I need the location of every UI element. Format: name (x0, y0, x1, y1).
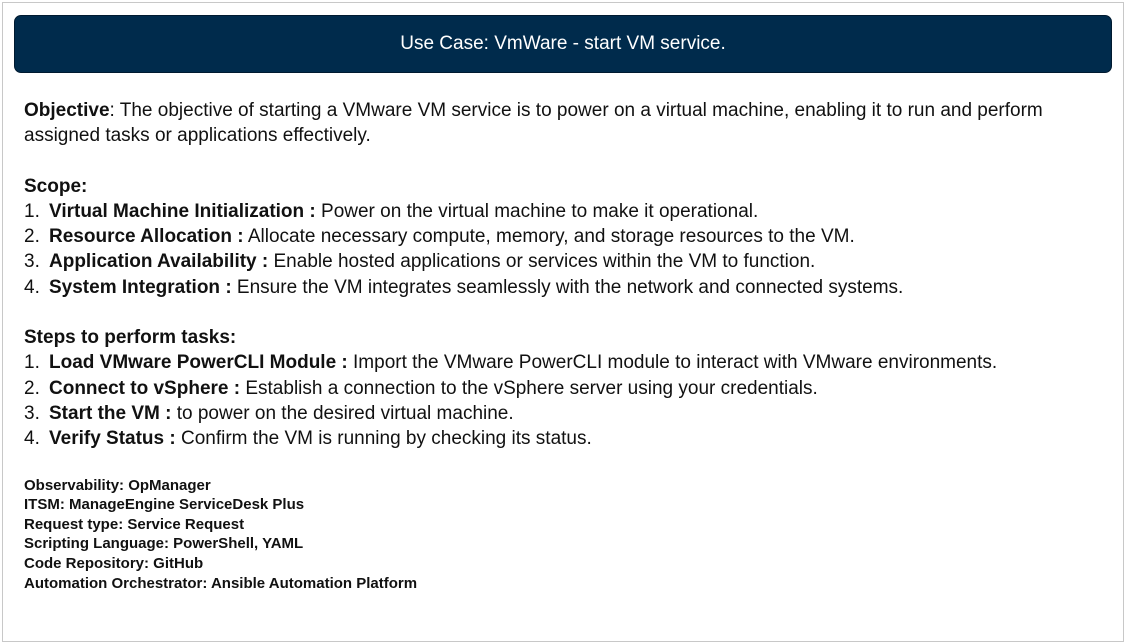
step-item-number: 1. (24, 352, 40, 374)
scope-item-text: Power on the virtual machine to make it … (315, 200, 759, 222)
step-item-title: Connect to vSphere : (49, 377, 241, 399)
objective-label: Objective (24, 100, 110, 121)
scope-item: 3. Application Availability : Enable host… (24, 249, 1114, 274)
code-repository-line: Code Repository: GitHub (24, 554, 204, 572)
scope-heading: Scope: (24, 175, 88, 197)
steps-list: 1. Load VMware PowerCLI Module : Import t… (24, 350, 1114, 451)
step-item: 1. Load VMware PowerCLI Module : Import t… (24, 350, 1114, 375)
step-item-text: Establish a connection to the vSphere se… (240, 377, 818, 399)
automation-orchestrator-line: Automation Orchestrator: Ansible Automat… (24, 574, 418, 592)
spacer (24, 300, 1114, 325)
scope-item-title: Virtual Machine Initialization : (49, 200, 316, 222)
scope-item-text: Allocate necessary compute, memory, and … (243, 226, 855, 248)
scope-item-number: 1. (24, 200, 40, 222)
scope-item-number: 3. (24, 251, 40, 273)
step-item-text: Import the VMware PowerCLI module to int… (347, 352, 998, 374)
step-item-text: to power on the desired virtual machine. (171, 402, 514, 424)
observability-line: Observability: OpManager (24, 476, 211, 494)
step-item-title: Load VMware PowerCLI Module : (49, 352, 348, 374)
step-item-number: 3. (24, 402, 40, 424)
scope-item-title: System Integration : (49, 276, 232, 298)
steps-heading: Steps to perform tasks: (24, 327, 237, 349)
step-item-number: 4. (24, 428, 40, 450)
scope-item: 4. System Integration : Ensure the VM int… (24, 275, 1114, 300)
scope-item: 1. Virtual Machine Initialization : Power… (24, 199, 1114, 224)
scope-list: 1. Virtual Machine Initialization : Power… (24, 199, 1114, 300)
scope-item-text: Ensure the VM integrates seamlessly with… (231, 276, 904, 298)
scope-item-number: 4. (24, 276, 40, 298)
step-item-text: Confirm the VM is running by checking it… (175, 428, 592, 450)
step-item: 4. Verify Status : Confirm the VM is runn… (24, 426, 1114, 451)
scope-item: 2. Resource Allocation : Allocate necessa… (24, 224, 1114, 249)
step-item-title: Verify Status : (49, 428, 176, 450)
step-item: 3. Start the VM : to power on the desired… (24, 401, 1114, 426)
step-item-title: Start the VM : (49, 402, 172, 424)
metadata-block: Observability: OpManager ITSM: ManageEng… (24, 476, 1114, 594)
objective-text: : The objective of starting a VMware VM … (24, 100, 1043, 147)
slide-content: Objective: The objective of starting a V… (24, 98, 1114, 593)
objective-paragraph: Objective: The objective of starting a V… (24, 98, 1114, 149)
step-item: 2. Connect to vSphere : Establish a conne… (24, 376, 1114, 401)
itsm-line: ITSM: ManageEngine ServiceDesk Plus (24, 496, 305, 514)
scope-item-title: Application Availability : (49, 251, 269, 273)
title-banner: Use Case: VmWare - start VM service. (14, 15, 1112, 73)
spacer (24, 149, 1114, 174)
request-type-line: Request type: Service Request (24, 515, 245, 533)
scope-item-text: Enable hosted applications or services w… (268, 251, 816, 273)
scripting-language-line: Scripting Language: PowerShell, YAML (24, 535, 304, 553)
page-title: Use Case: VmWare - start VM service. (400, 33, 726, 54)
scope-item-number: 2. (24, 226, 40, 248)
step-item-number: 2. (24, 377, 40, 399)
scope-item-title: Resource Allocation : (49, 226, 244, 248)
